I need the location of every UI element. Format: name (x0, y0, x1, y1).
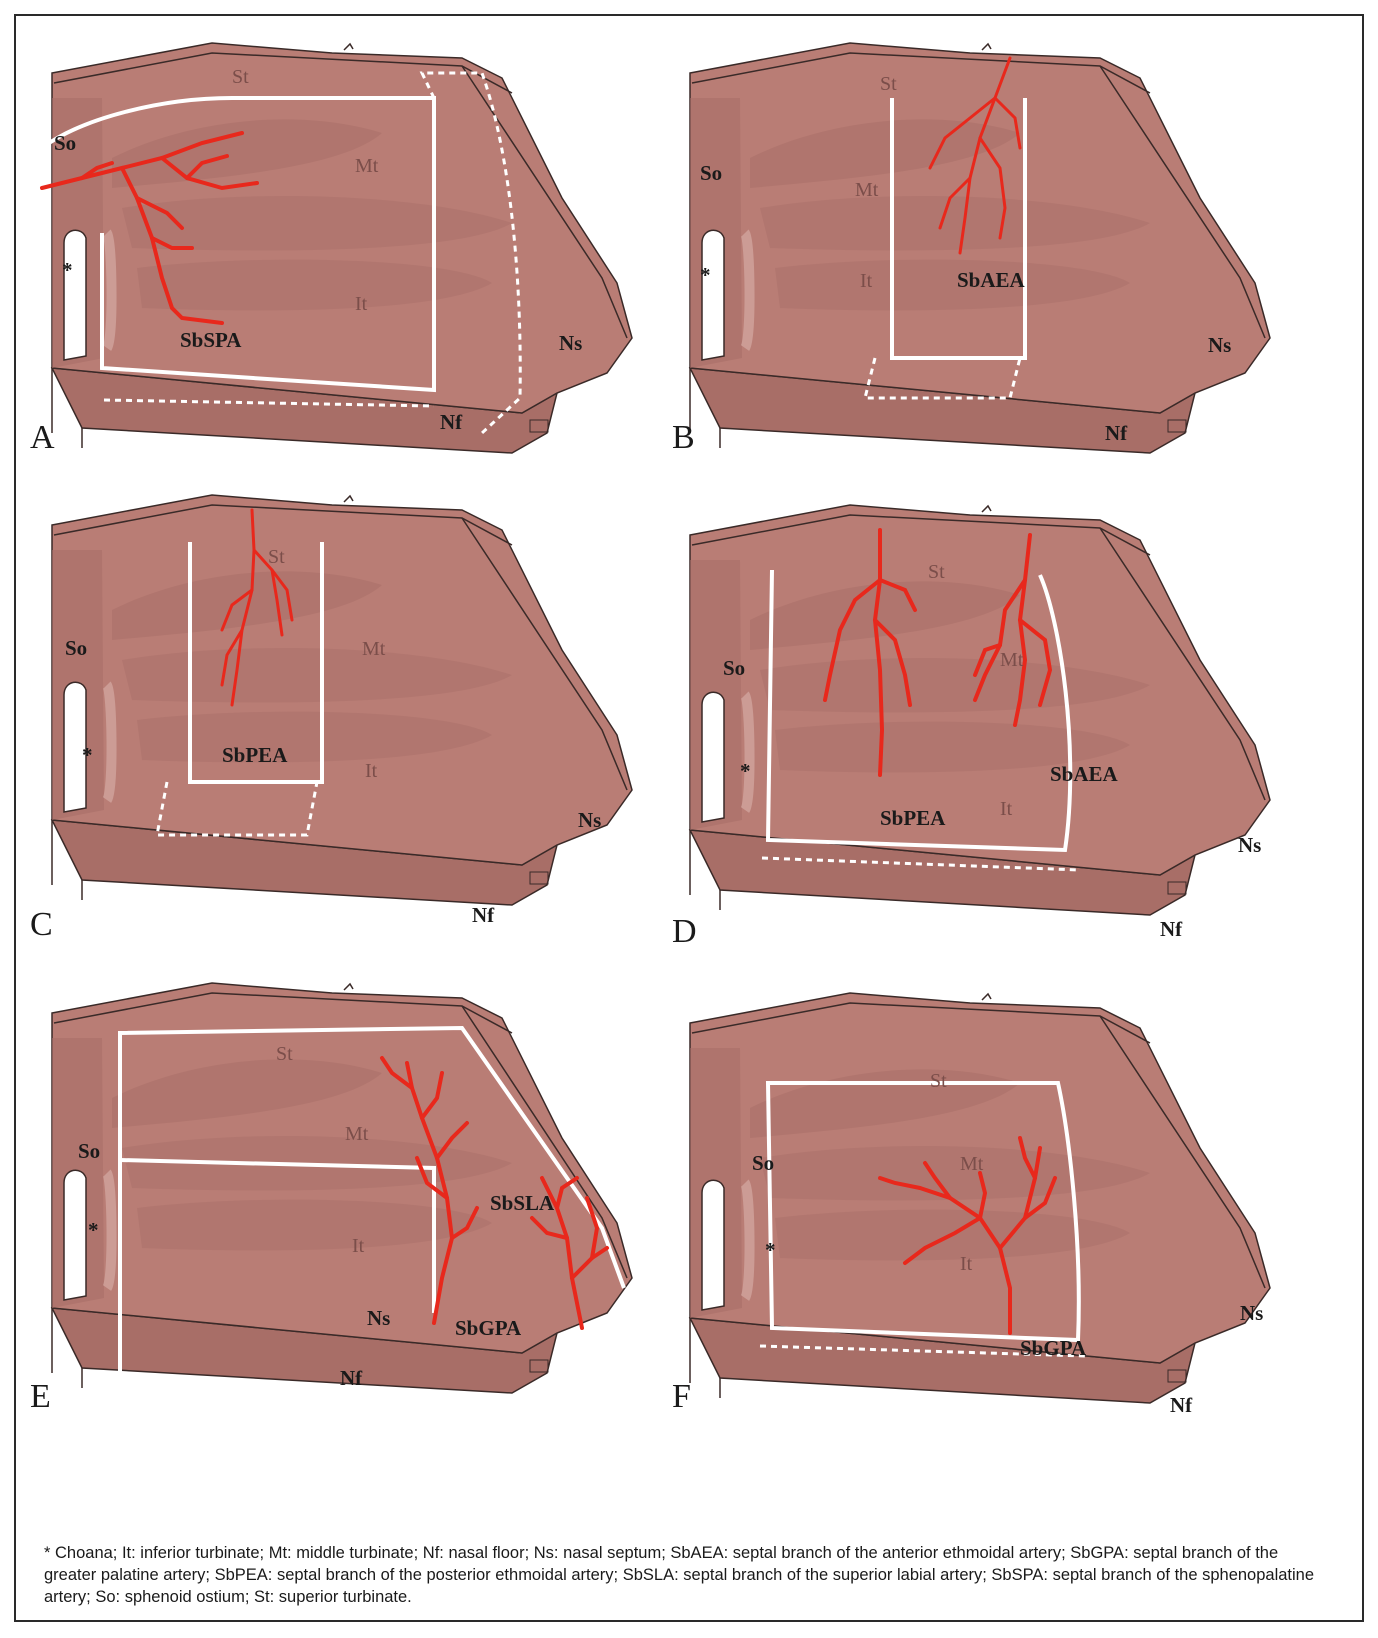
label-so-d: So (723, 656, 745, 680)
label-choana-b: * (700, 263, 711, 287)
label-ns-e: Ns (367, 1306, 390, 1330)
label-it-a: It (355, 293, 368, 315)
label-mt-d: Mt (1000, 649, 1024, 671)
label-nf-a: Nf (440, 410, 463, 434)
label-choana-c: * (82, 743, 93, 767)
label-sbspa: SbSPA (180, 328, 242, 352)
label-so-c: So (65, 636, 87, 660)
label-nf-f: Nf (1170, 1393, 1193, 1417)
label-st-d: St (928, 561, 945, 583)
label-it-b: It (860, 270, 873, 292)
label-sbgpa-e: SbGPA (455, 1316, 522, 1340)
label-nf-c: Nf (472, 903, 495, 927)
label-nf-d: Nf (1160, 917, 1183, 941)
label-st-b: St (880, 73, 897, 95)
label-st-a: St (232, 66, 249, 88)
label-it-c: It (365, 760, 378, 782)
label-st-f: St (930, 1070, 947, 1092)
label-sbaea-b: SbAEA (957, 268, 1026, 292)
label-sbaea-d: SbAEA (1050, 762, 1119, 786)
label-mt-b: Mt (855, 179, 879, 201)
label-ns-f: Ns (1240, 1301, 1263, 1325)
label-nf-e: Nf (340, 1366, 363, 1390)
label-so-b: So (700, 161, 722, 185)
label-mt-c: Mt (362, 638, 386, 660)
label-so-a: So (54, 131, 76, 155)
label-mt-f: Mt (960, 1153, 984, 1175)
label-choana-d: * (740, 759, 751, 783)
panel-letter-c: C (30, 906, 53, 943)
panel-letter-f: F (672, 1378, 691, 1415)
label-sbpea-d: SbPEA (880, 806, 946, 830)
label-ns-d: Ns (1238, 833, 1261, 857)
label-ns-b: Ns (1208, 333, 1231, 357)
panel-letter-d: D (672, 913, 697, 950)
label-mt-a: Mt (355, 155, 379, 177)
panel-letter-e: E (30, 1378, 51, 1415)
label-it-d: It (1000, 798, 1013, 820)
figure-caption: * Choana; It: inferior turbinate; Mt: mi… (44, 1542, 1334, 1608)
label-ns-a: Ns (559, 331, 582, 355)
label-ns-c: Ns (578, 808, 601, 832)
label-sbpea-c: SbPEA (222, 743, 288, 767)
label-choana-f: * (765, 1238, 776, 1262)
label-sbgpa-f: SbGPA (1020, 1336, 1087, 1360)
label-choana-a: * (62, 258, 73, 282)
label-it-f: It (960, 1253, 973, 1275)
label-mt-e: Mt (345, 1123, 369, 1145)
label-it-e: It (352, 1235, 365, 1257)
label-choana-e: * (88, 1218, 99, 1242)
label-sbsla: SbSLA (490, 1191, 555, 1215)
label-st-c: St (268, 546, 285, 568)
panel-letter-b: B (672, 419, 695, 456)
label-so-e: So (78, 1139, 100, 1163)
label-st-e: St (276, 1043, 293, 1065)
label-nf-b: Nf (1105, 421, 1128, 445)
label-so-f: So (752, 1151, 774, 1175)
panel-letter-a: A (30, 419, 55, 456)
